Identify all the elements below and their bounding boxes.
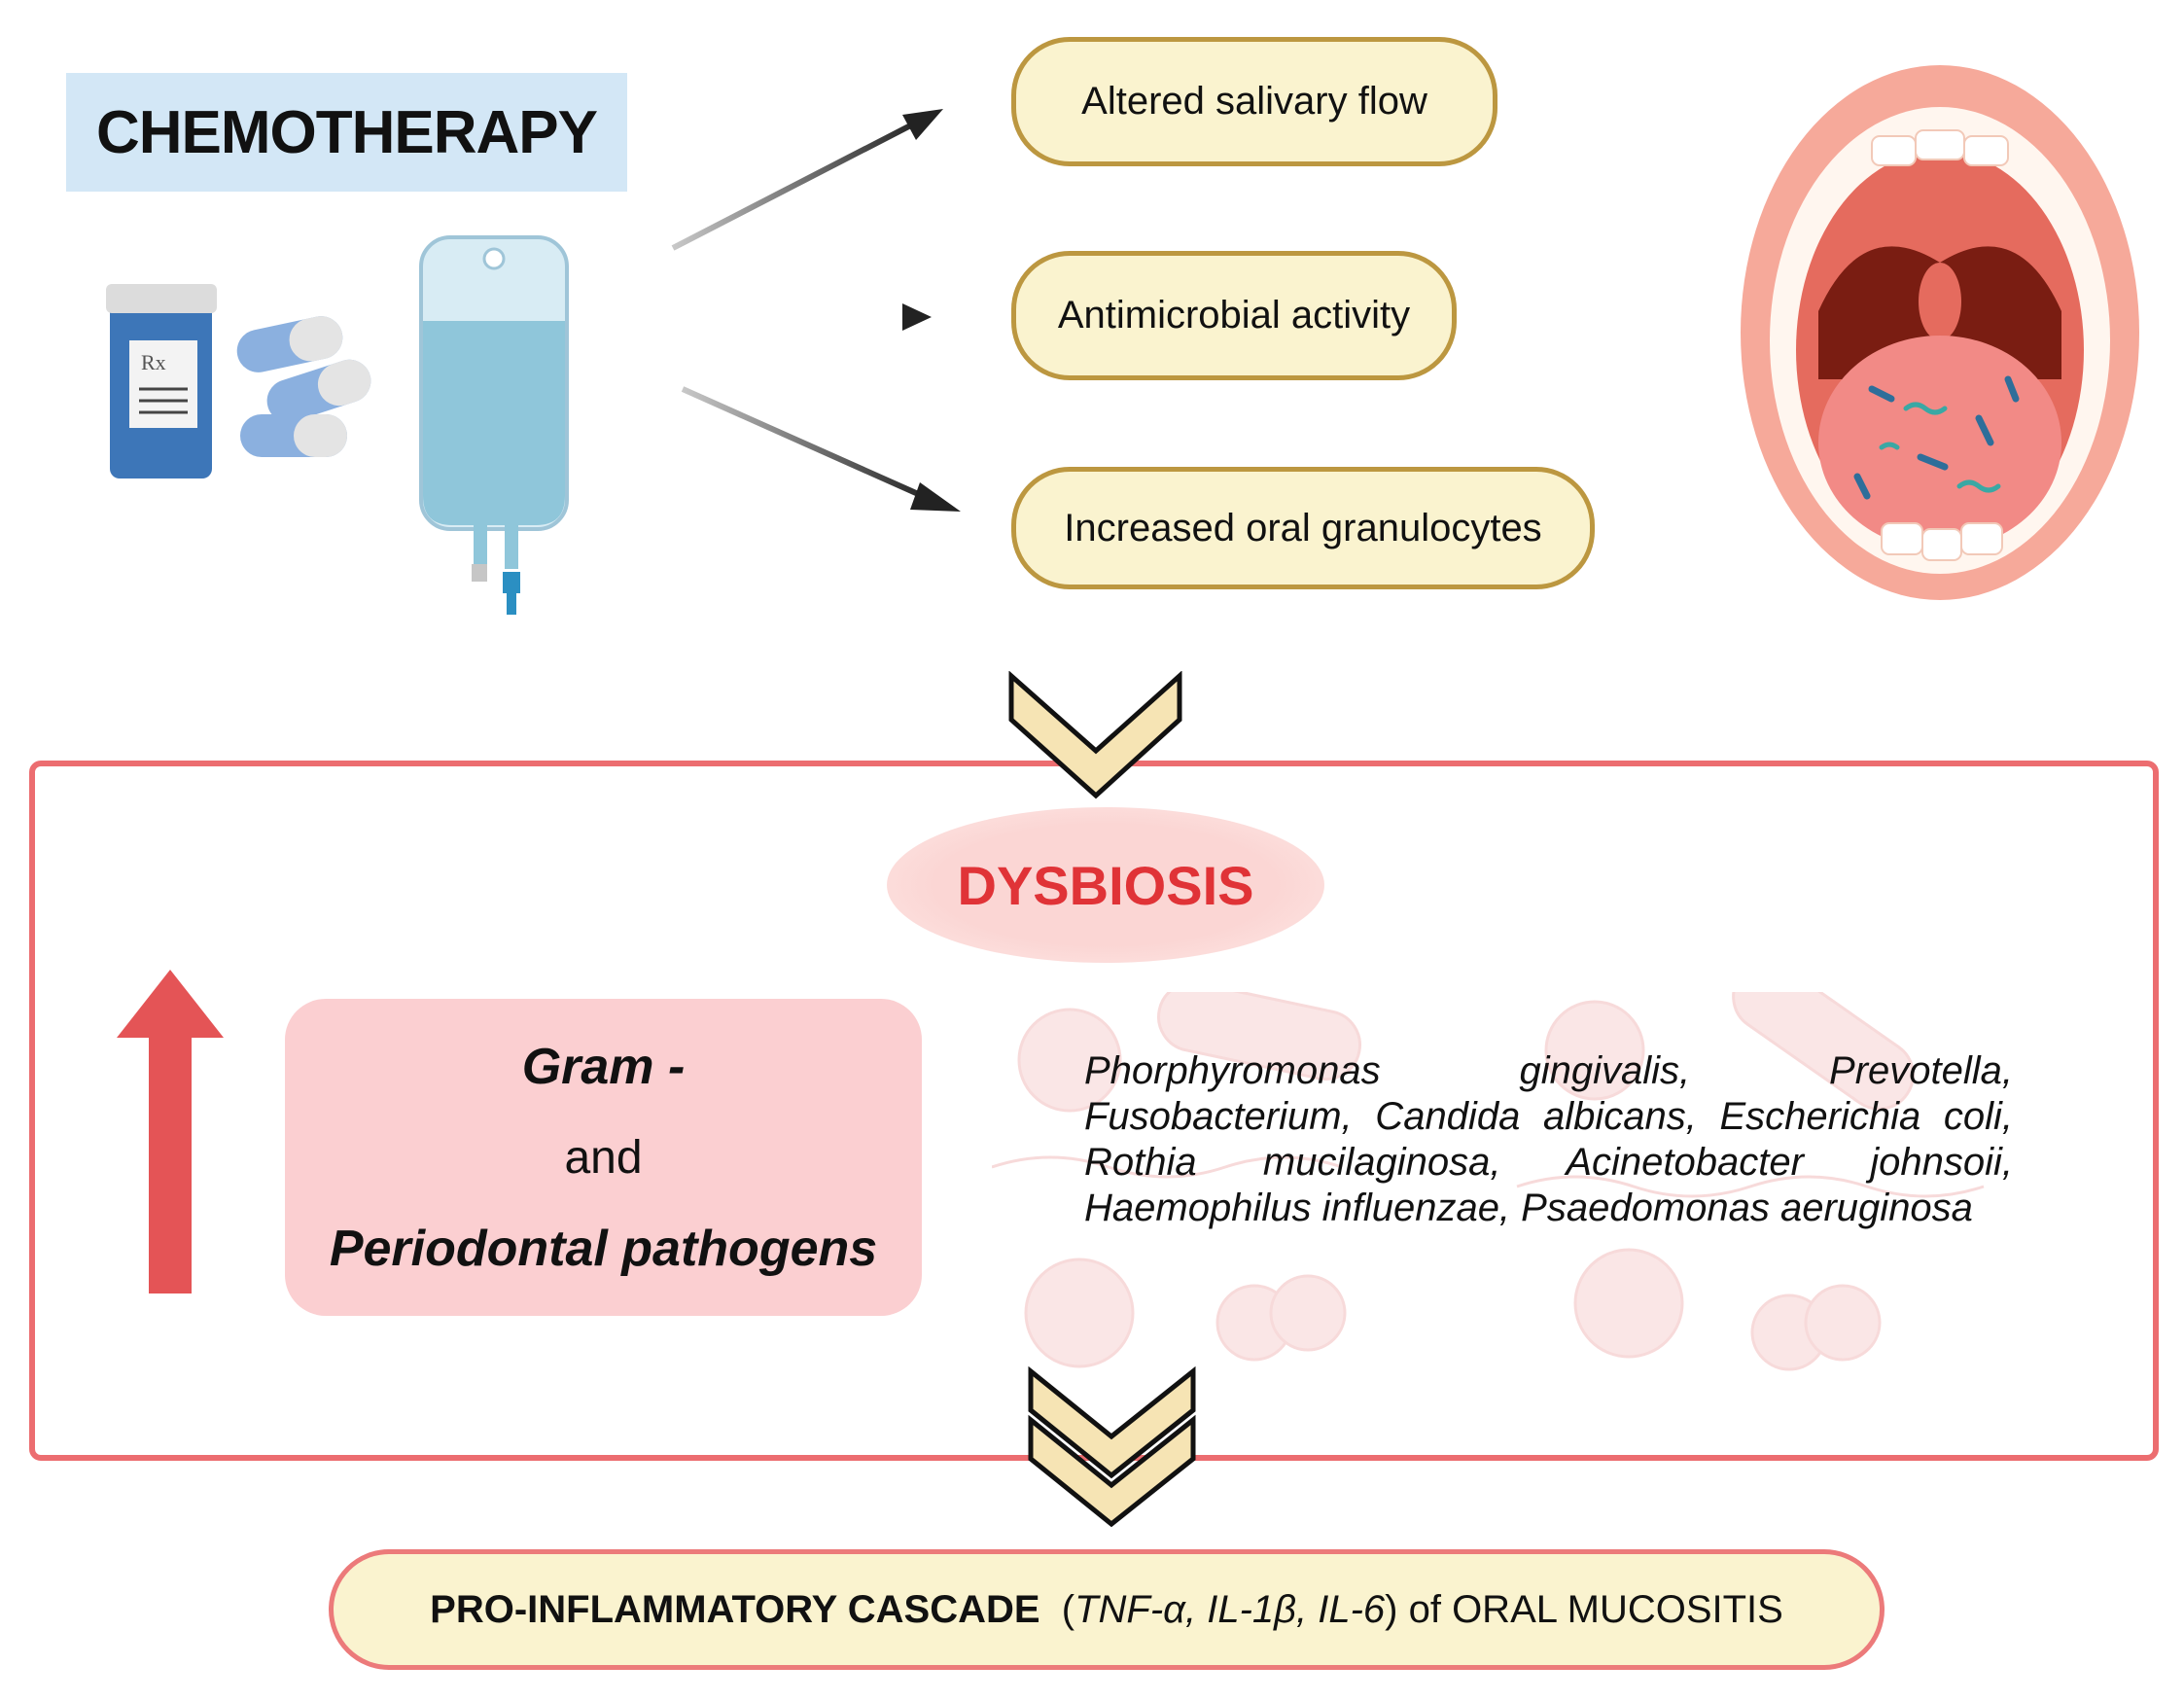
cascade-title: PRO-INFLAMMATORY CASCADE xyxy=(430,1587,1040,1631)
capsule-icon xyxy=(236,316,371,457)
bacillus-icon xyxy=(1732,992,1915,1111)
open-mouth-icon xyxy=(1741,65,2139,600)
gram-negative-text: Gram - xyxy=(521,1038,686,1095)
cascade-open-paren: ( xyxy=(1061,1587,1075,1631)
iv-bag-icon xyxy=(419,235,569,615)
increase-arrow-icon xyxy=(117,970,224,1293)
and-text: and xyxy=(564,1131,643,1184)
cocci-cluster-icon xyxy=(1573,1248,1684,1359)
pathogen-species-list: Phorphyromonas gingivalis, Prevotella, F… xyxy=(1084,1049,2013,1229)
bacillus-icon xyxy=(1157,992,1361,1081)
double-chevron-down-icon xyxy=(1028,1366,1196,1528)
dysbiosis-label: DYSBIOSIS xyxy=(887,807,1324,963)
gram-negative-periodontal-box: Gram - and Periodontal pathogens xyxy=(285,999,922,1316)
effect-arrows xyxy=(671,109,961,512)
background-microbes xyxy=(992,992,1985,1371)
pill-bottle-icon: Rx xyxy=(106,284,217,478)
arrow-to-salivary xyxy=(671,116,926,251)
effect-antimicrobial-activity: Antimicrobial activity xyxy=(1011,251,1457,380)
effect-altered-salivary-flow: Altered salivary flow xyxy=(1011,37,1497,166)
cascade-outcome: ) of ORAL MUCOSITIS xyxy=(1385,1587,1783,1631)
arrow-to-granulocytes xyxy=(681,386,935,504)
chemotherapy-label: CHEMOTHERAPY xyxy=(66,73,627,192)
pro-inflammatory-cascade-box: PRO-INFLAMMATORY CASCADE ( TNF-α, IL-1β,… xyxy=(329,1549,1885,1670)
virus-icon xyxy=(1544,1000,1645,1101)
cocci-cluster-icon xyxy=(1024,1258,1135,1368)
periodontal-pathogens-text: Periodontal pathogens xyxy=(329,1220,878,1277)
virus-icon xyxy=(1017,1008,1122,1113)
prescription-text: Rx xyxy=(141,350,166,374)
cascade-cytokines: TNF-α, IL-1β, IL-6 xyxy=(1074,1587,1386,1631)
drug-illustration: Rx xyxy=(106,235,569,615)
effect-increased-oral-granulocytes: Increased oral granulocytes xyxy=(1011,467,1595,589)
chevron-down-icon xyxy=(1008,671,1182,799)
